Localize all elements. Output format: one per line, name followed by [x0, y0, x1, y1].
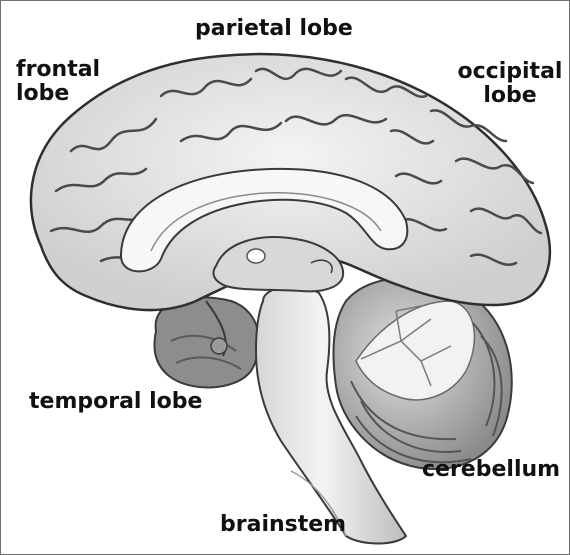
temporal-lobe-label: temporal lobe: [29, 390, 202, 414]
cerebellum-label: cerebellum: [422, 458, 560, 482]
frontal-lobe-label: frontal lobe: [16, 58, 100, 106]
occipital-lobe-label: occipital lobe: [457, 60, 563, 108]
temporal-lobe-shape: [154, 297, 259, 387]
cerebellum-shape: [333, 278, 511, 469]
frontal-label-line-1: frontal: [16, 58, 100, 82]
occipital-label-line-1: occipital: [457, 60, 563, 84]
brainstem-label: brainstem: [220, 513, 346, 537]
frontal-label-line-2: lobe: [16, 82, 100, 106]
occipital-label-line-2: lobe: [457, 84, 563, 108]
parietal-lobe-label: parietal lobe: [195, 17, 353, 41]
